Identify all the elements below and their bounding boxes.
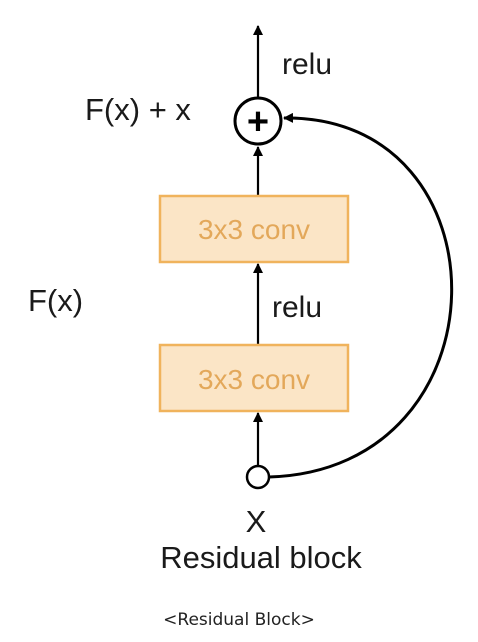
sum-node: + (233, 96, 283, 146)
input-node (245, 464, 271, 490)
diagram-title: Residual block (160, 540, 362, 575)
skip-connection-arrow (268, 112, 454, 479)
residual-function-label: F(x) (28, 283, 83, 318)
plus-icon: + (247, 101, 269, 143)
output-relu-label: relu (282, 48, 332, 81)
sum-label: F(x) + x (85, 92, 191, 127)
conv-block-bottom: 3x3 conv (158, 343, 350, 413)
conv-bottom-label: 3x3 conv (198, 364, 310, 395)
input-label: X (246, 504, 267, 539)
conv-top-label: 3x3 conv (198, 214, 310, 245)
sum-circle (233, 96, 283, 146)
conv-block-top: 3x3 conv (158, 194, 350, 264)
figure-caption: <Residual Block> (163, 610, 315, 630)
inner-relu-label: relu (272, 291, 322, 324)
